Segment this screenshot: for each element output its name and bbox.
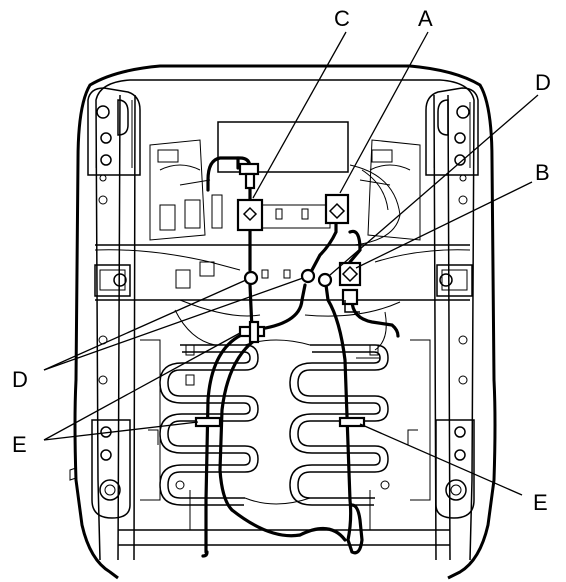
callout-e-right: E xyxy=(533,490,548,515)
lower-left-bracket xyxy=(91,419,131,519)
clip-d xyxy=(243,268,333,288)
lower-right-bracket xyxy=(435,419,475,519)
connector-b xyxy=(338,261,362,313)
callout-labels: C A D B D E E xyxy=(12,6,551,515)
frame-holes xyxy=(98,174,468,385)
upper-panel xyxy=(149,121,421,246)
callout-e-left: E xyxy=(12,432,27,457)
callout-d-top: D xyxy=(535,70,551,95)
seat-frame xyxy=(69,64,497,580)
callout-b: B xyxy=(535,160,550,185)
upper-left-bracket xyxy=(87,87,141,176)
callout-a: A xyxy=(418,6,433,31)
connector-a xyxy=(324,193,350,225)
misc-parts xyxy=(148,344,418,490)
callout-c: C xyxy=(334,6,350,31)
callout-d-left: D xyxy=(12,367,28,392)
middle-cross-bar xyxy=(94,244,473,351)
band-clip-e xyxy=(194,320,366,428)
upper-right-bracket xyxy=(425,87,479,176)
leader-lines xyxy=(43,31,539,496)
connector-c xyxy=(236,162,264,232)
